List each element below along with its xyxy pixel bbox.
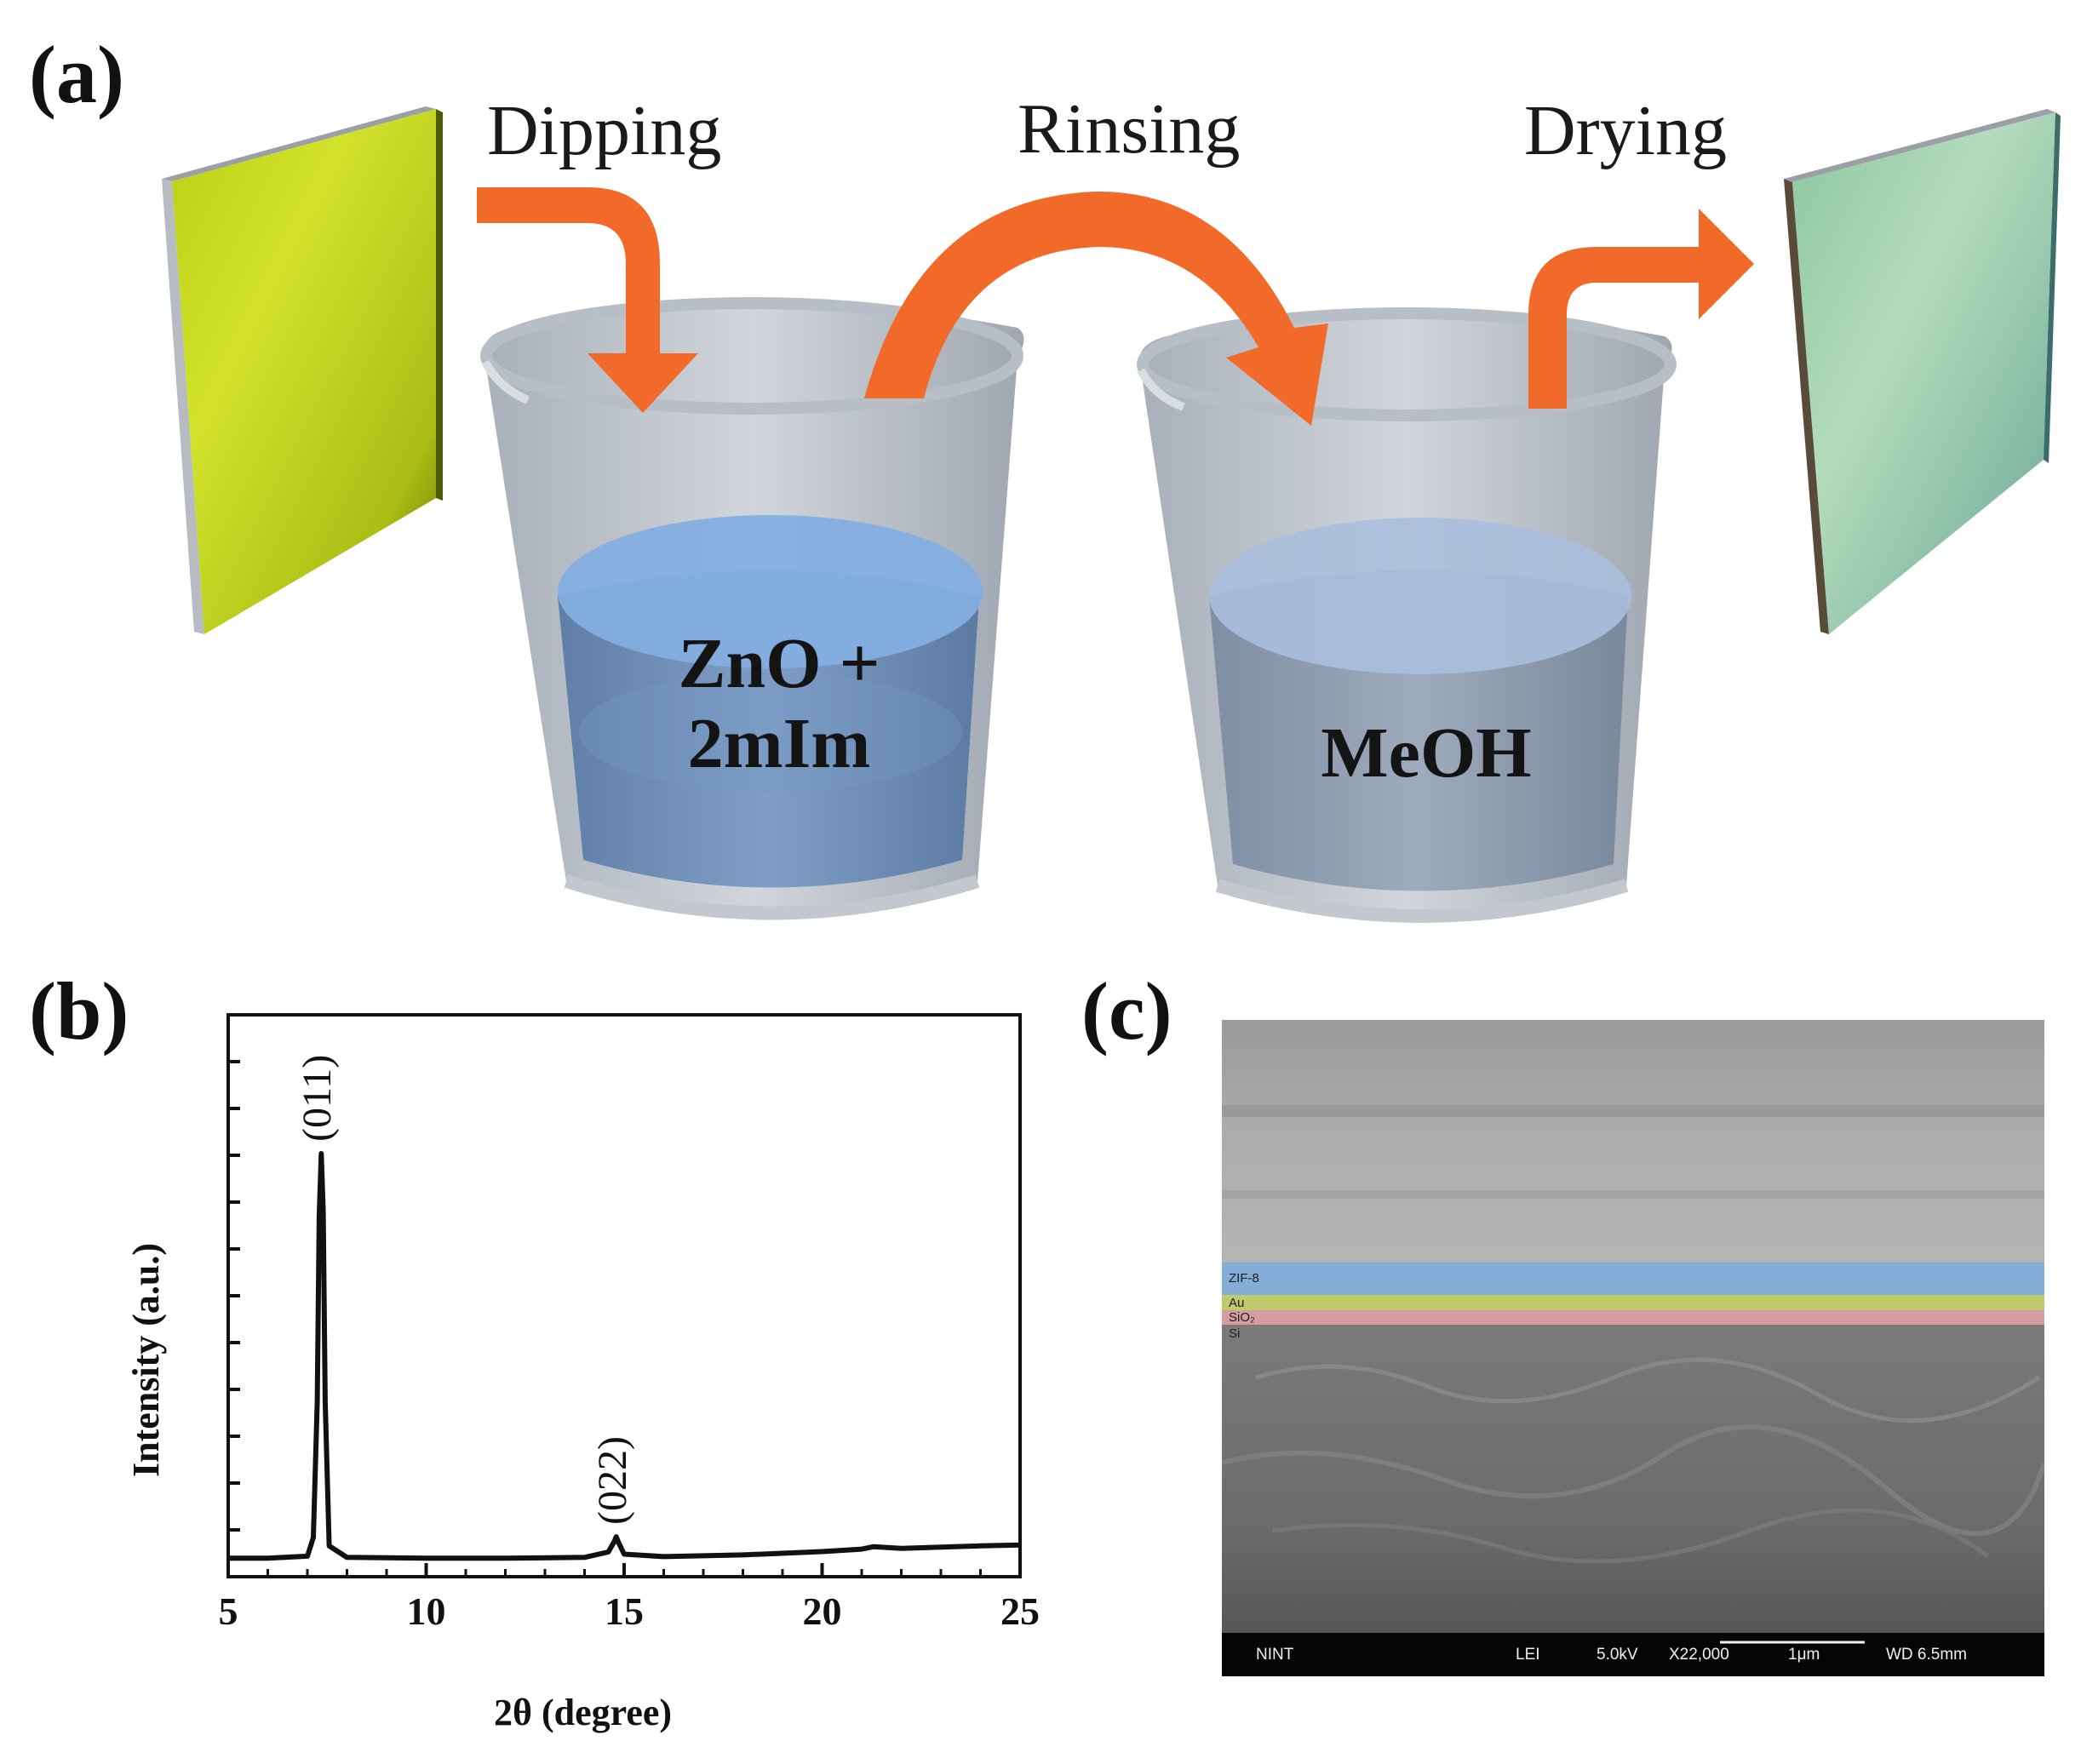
solution-label-line1: ZnO + — [678, 624, 880, 703]
x-tick-label: 25 — [1000, 1589, 1040, 1633]
substrate-before — [162, 106, 443, 634]
xrd-series-line — [228, 1151, 1021, 1561]
sem-working-distance: WD 6.5mm — [1886, 1646, 1967, 1664]
peak-annotation: (011) — [295, 1054, 341, 1142]
panel-label-c: (c) — [1081, 965, 1172, 1057]
substrate-after — [1784, 109, 2061, 634]
peak-annotation: (022) — [589, 1436, 635, 1526]
xrd-chart — [226, 1013, 1022, 1578]
sem-detector: LEI — [1516, 1646, 1540, 1664]
step-label-drying: Drying — [1524, 91, 1727, 170]
process-diagram — [162, 106, 2061, 923]
sem-image: ZIF-8 Au SiO₂ Si NINT LEI 5.0kV X22,000 … — [1222, 1020, 2044, 1676]
x-tick-label: 15 — [605, 1589, 644, 1633]
sem-org: NINT — [1256, 1646, 1294, 1664]
solution-label-line2: 2mIm — [687, 704, 871, 784]
solution-label-zno-2mim: ZnO + 2mIm — [643, 624, 915, 784]
x-tick-label: 20 — [802, 1589, 842, 1633]
x-axis-title: 2θ (degree) — [494, 1692, 673, 1733]
step-label-rinsing: Rinsing — [1018, 89, 1241, 169]
drying-arrow — [1528, 209, 1754, 409]
solution-label-meoh: MeOH — [1321, 713, 1532, 793]
rinsing-arrow — [864, 192, 1328, 426]
sem-magnification: X22,000 — [1669, 1646, 1729, 1664]
beaker-rinsing — [1137, 307, 1677, 923]
sem-voltage: 5.0kV — [1597, 1646, 1638, 1664]
sem-micrograph — [1222, 1020, 2044, 1676]
dipping-arrow — [477, 187, 698, 413]
beaker-dipping — [480, 297, 1024, 920]
layer-label-sio2: SiO₂ — [1229, 1310, 1255, 1325]
layer-label-si: Si — [1229, 1326, 1241, 1341]
x-tick-label: 10 — [406, 1589, 446, 1633]
sem-scale-bar-label: 1μm — [1788, 1646, 1820, 1664]
layer-label-au: Au — [1229, 1296, 1245, 1310]
x-tick-label: 5 — [218, 1589, 238, 1633]
step-label-dipping: Dipping — [487, 91, 722, 170]
layer-label-zif8: ZIF-8 — [1229, 1271, 1259, 1286]
panel-label-a: (a) — [29, 29, 124, 120]
panel-label-b: (b) — [29, 965, 129, 1057]
y-axis-title: Intensity (a.u.) — [125, 1242, 167, 1477]
